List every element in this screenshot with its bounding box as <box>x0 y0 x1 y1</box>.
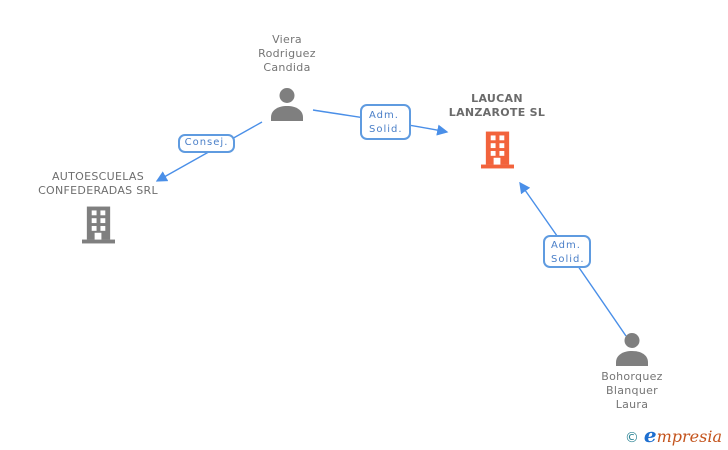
company-node-autoescuelas-confederadas[interactable]: AUTOESCUELAS CONFEDERADAS SRL <box>28 170 168 244</box>
copyright-icon: © <box>624 430 639 446</box>
edge-label-line: Solid. <box>551 254 585 265</box>
person-node-viera[interactable]: Viera Rodriguez Candida <box>245 33 329 123</box>
empresia-logo: © e mpresia <box>625 425 722 446</box>
person-node-bohorquez[interactable]: Bohorquez Blanquer Laura <box>590 333 674 415</box>
company-name-label: LAUCAN LANZAROTE SL <box>448 92 546 119</box>
company-node-laucan-lanzarote[interactable]: LAUCAN LANZAROTE SL <box>437 92 557 170</box>
edge-label-line: Adm. <box>551 240 581 251</box>
person-icon <box>616 333 648 366</box>
edge-label-adm-solid-2: Adm. Solid. <box>543 235 591 268</box>
edge-label-consej: Consej. <box>178 134 235 153</box>
building-icon-gray <box>82 206 115 244</box>
edge-label-adm-solid-1: Adm. Solid. <box>360 104 411 140</box>
person-name-label: Viera Rodriguez Candida <box>258 33 316 74</box>
building-icon-orange <box>481 131 514 169</box>
person-name-label: Bohorquez Blanquer Laura <box>601 370 663 411</box>
logo-letter-e: e <box>643 423 657 447</box>
edge-label-line: Consej. <box>184 137 229 148</box>
edge-label-line: Solid. <box>369 124 403 135</box>
logo-text: mpresia <box>656 427 722 446</box>
company-name-label: AUTOESCUELAS CONFEDERADAS SRL <box>38 170 158 197</box>
person-icon <box>271 88 303 121</box>
edge-label-line: Adm. <box>369 110 399 121</box>
